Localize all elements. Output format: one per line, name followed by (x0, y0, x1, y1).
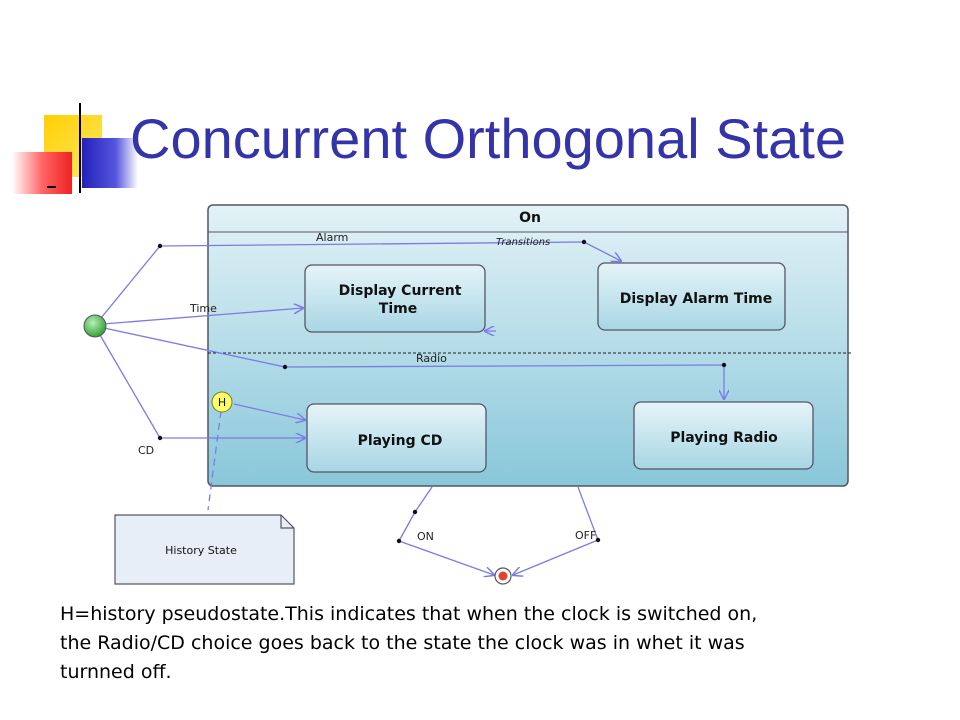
final-state-inner (498, 571, 508, 581)
junction-off (595, 537, 601, 543)
logo-red-block (12, 152, 72, 194)
junction-cd (157, 435, 163, 441)
note-folded-corner (280, 515, 294, 529)
initial-state-node (83, 314, 107, 338)
edge-initial-to-cd-fork (99, 334, 161, 439)
logo-dash (47, 186, 56, 188)
history-pseudostate (211, 391, 233, 413)
junction-alarm-start (157, 243, 163, 249)
caption-line-1: H=history pseudostate.This indicates tha… (60, 603, 758, 625)
logo-vertical-line (79, 103, 81, 193)
junction-alarm-end (581, 239, 587, 245)
edge-initial-to-radio-fork (103, 327, 286, 368)
edge-radio (284, 364, 725, 368)
edge-off-to-final (513, 539, 599, 575)
display-alarm-time-state (597, 262, 786, 331)
caption-line-2: the Radio/CD choice goes back to the sta… (60, 632, 745, 654)
history-pseudostate-label: H (218, 396, 226, 409)
display-current-time-label-2: Time (379, 301, 417, 317)
playing-radio-state (633, 401, 814, 470)
edge-off-exit (577, 486, 599, 541)
label-off: OFF (575, 529, 596, 542)
caption-line-3: turnned off. (60, 661, 172, 683)
history-state-note-label: History State (165, 544, 237, 557)
junction-radio-end (721, 362, 727, 368)
label-time: Time (189, 302, 217, 315)
label-on: ON (417, 530, 434, 543)
edge-initial-to-alarm-fork (100, 245, 161, 319)
playing-cd-state (306, 403, 487, 473)
slide-caption: H=history pseudostate.This indicates tha… (60, 600, 880, 687)
slide-title: Concurrent Orthogonal State (130, 107, 846, 170)
junction-on-1 (412, 509, 418, 515)
junction-on-2 (396, 538, 402, 544)
label-alarm: Alarm (316, 231, 348, 244)
on-state-label: On (519, 210, 541, 226)
playing-radio-label: Playing Radio (670, 430, 778, 446)
edge-on-to-final (398, 540, 494, 575)
edge-time (102, 308, 303, 325)
junction-radio-start (282, 364, 288, 370)
display-current-time-state (304, 264, 486, 333)
display-current-time-label-1: Display Current (339, 283, 462, 299)
display-alarm-time-label: Display Alarm Time (620, 291, 772, 307)
label-transitions: Transitions (496, 237, 550, 248)
edge-history-to-playing-cd (233, 403, 305, 420)
edge-history-to-note (207, 410, 222, 511)
history-state-note (114, 514, 295, 585)
playing-cd-label: Playing CD (358, 433, 443, 449)
logo-blue-block (82, 138, 138, 188)
edge-on-exit-2 (398, 511, 416, 542)
edge-alarm (159, 241, 585, 247)
edge-on-exit-1 (414, 486, 433, 513)
edge-alarm-to-display-alarm (583, 241, 621, 261)
label-cd: CD (138, 444, 154, 457)
label-radio: Radio (416, 352, 447, 365)
